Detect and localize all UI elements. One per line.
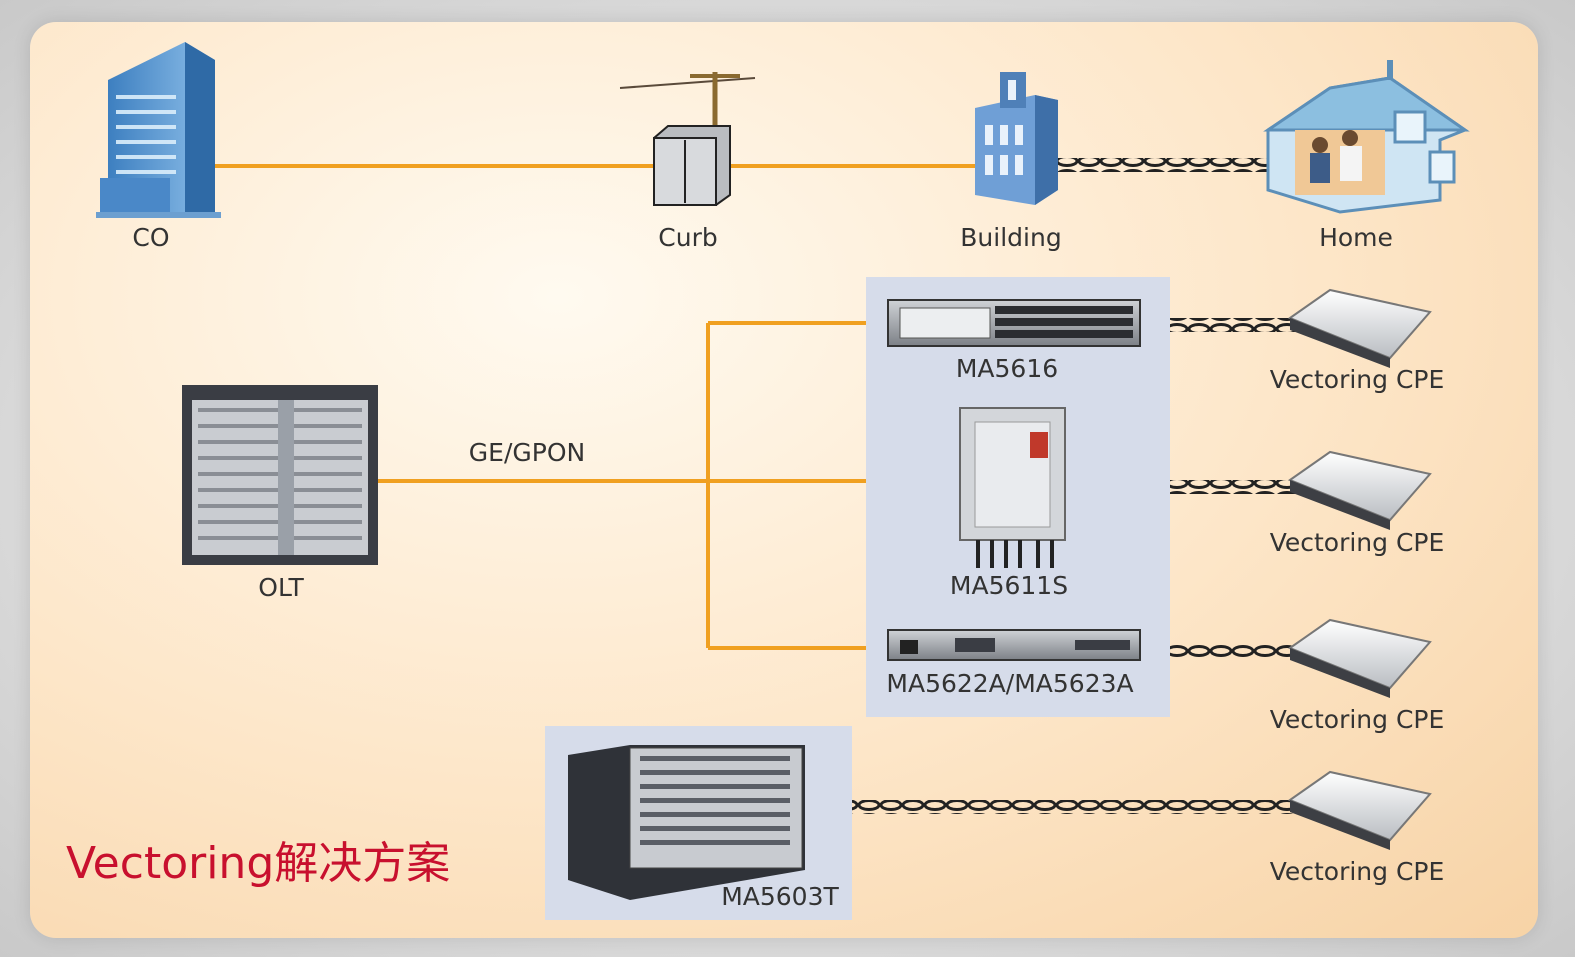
building-icon (975, 72, 1058, 205)
copper-twisted-pairs (852, 158, 1300, 814)
ma5603t-label: MA5603T (721, 882, 839, 911)
home-icon (1263, 60, 1470, 214)
olt-label: OLT (258, 573, 304, 602)
slide-title: Vectoring解决方案 (66, 838, 450, 889)
cpe-label-2: Vectoring CPE (1270, 528, 1445, 557)
curb-cabinet-icon (619, 72, 756, 206)
ma5603t-cpe-pair (852, 800, 1300, 814)
building-label: Building (960, 223, 1061, 252)
ma5622a-cpe-pair (1170, 644, 1300, 658)
co-label: CO (132, 223, 169, 252)
cpe-label-4: Vectoring CPE (1270, 857, 1445, 886)
cpe-icon-2 (1287, 450, 1432, 530)
ma5616-label: MA5616 (956, 354, 1058, 383)
curb-label: Curb (658, 223, 717, 252)
olt-chassis-icon (182, 385, 378, 565)
fiber-links (215, 164, 975, 650)
home-label: Home (1319, 223, 1393, 252)
co-building-icon (96, 42, 221, 218)
cpe-label-1: Vectoring CPE (1270, 365, 1445, 394)
ma5611s-device-icon (959, 407, 1066, 568)
cpe-icon-4 (1287, 770, 1432, 850)
ma5622a-ma5623a-label: MA5622A/MA5623A (886, 669, 1133, 698)
cpe-icon-1 (1287, 288, 1432, 368)
ma5611s-label: MA5611S (950, 571, 1068, 600)
cpe-icon-3 (1287, 618, 1432, 698)
ma5616-device-icon (887, 299, 1141, 347)
ma5603t-device-icon (568, 745, 805, 900)
ma5611s-cpe-pair (1170, 480, 1300, 494)
building-home-pair (1053, 158, 1268, 172)
ma5616-cpe-pair (1170, 318, 1300, 332)
ma5622a-device-icon (887, 629, 1141, 661)
cpe-label-3: Vectoring CPE (1270, 705, 1445, 734)
ge-gpon-label: GE/GPON (469, 438, 585, 467)
